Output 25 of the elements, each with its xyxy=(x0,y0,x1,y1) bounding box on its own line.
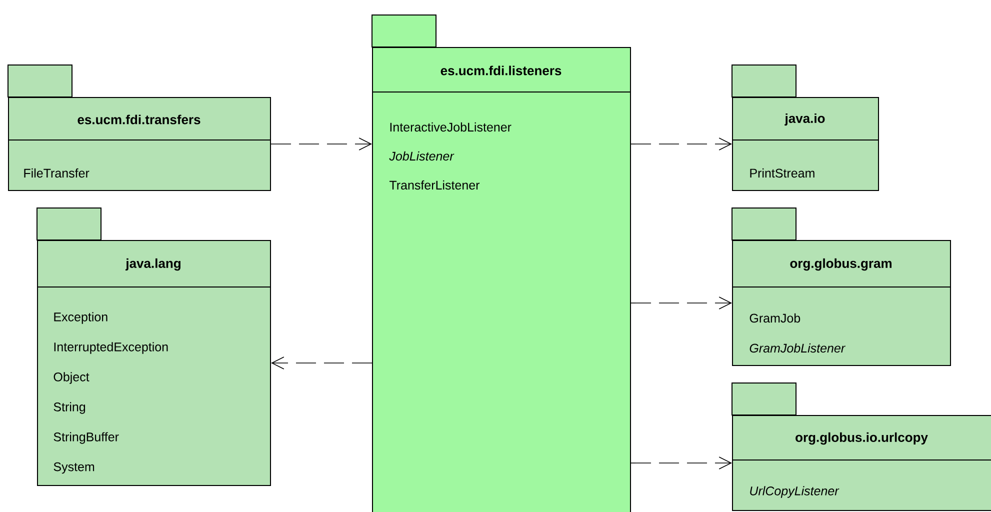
class-name: GramJob xyxy=(750,313,800,323)
dependency-arrow xyxy=(271,356,372,370)
package-name: org.globus.io.urlcopy xyxy=(796,432,928,445)
dependency-arrow xyxy=(630,138,732,150)
class-name: PrintStream xyxy=(750,168,814,178)
class-name: FileTransfer xyxy=(24,168,90,178)
class-name: JobListener xyxy=(389,151,454,161)
dependency-arrow xyxy=(270,138,372,150)
class-name: String xyxy=(54,402,86,414)
class-name: TransferListener xyxy=(389,180,480,190)
class-name: System xyxy=(54,462,94,474)
class-name: StringBuffer xyxy=(54,432,119,444)
dependency-arrow xyxy=(630,456,732,470)
class-name: Object xyxy=(54,372,90,384)
class-name: UrlCopyListener xyxy=(750,486,840,498)
class-name: GramJobListener xyxy=(750,343,846,353)
package-name: org.globus.gram xyxy=(790,258,892,271)
class-name: Exception xyxy=(54,312,108,324)
class-name: InteractiveJobListener xyxy=(390,122,512,132)
class-name: InterruptedException xyxy=(54,342,168,354)
package-name: java.io xyxy=(784,113,825,126)
package-name: es.ucm.fdi.transfers xyxy=(78,114,200,124)
package-name: es.ucm.fdi.listeners xyxy=(440,66,562,76)
dependency-arrow xyxy=(630,296,732,310)
package-name: java.lang xyxy=(125,258,180,271)
